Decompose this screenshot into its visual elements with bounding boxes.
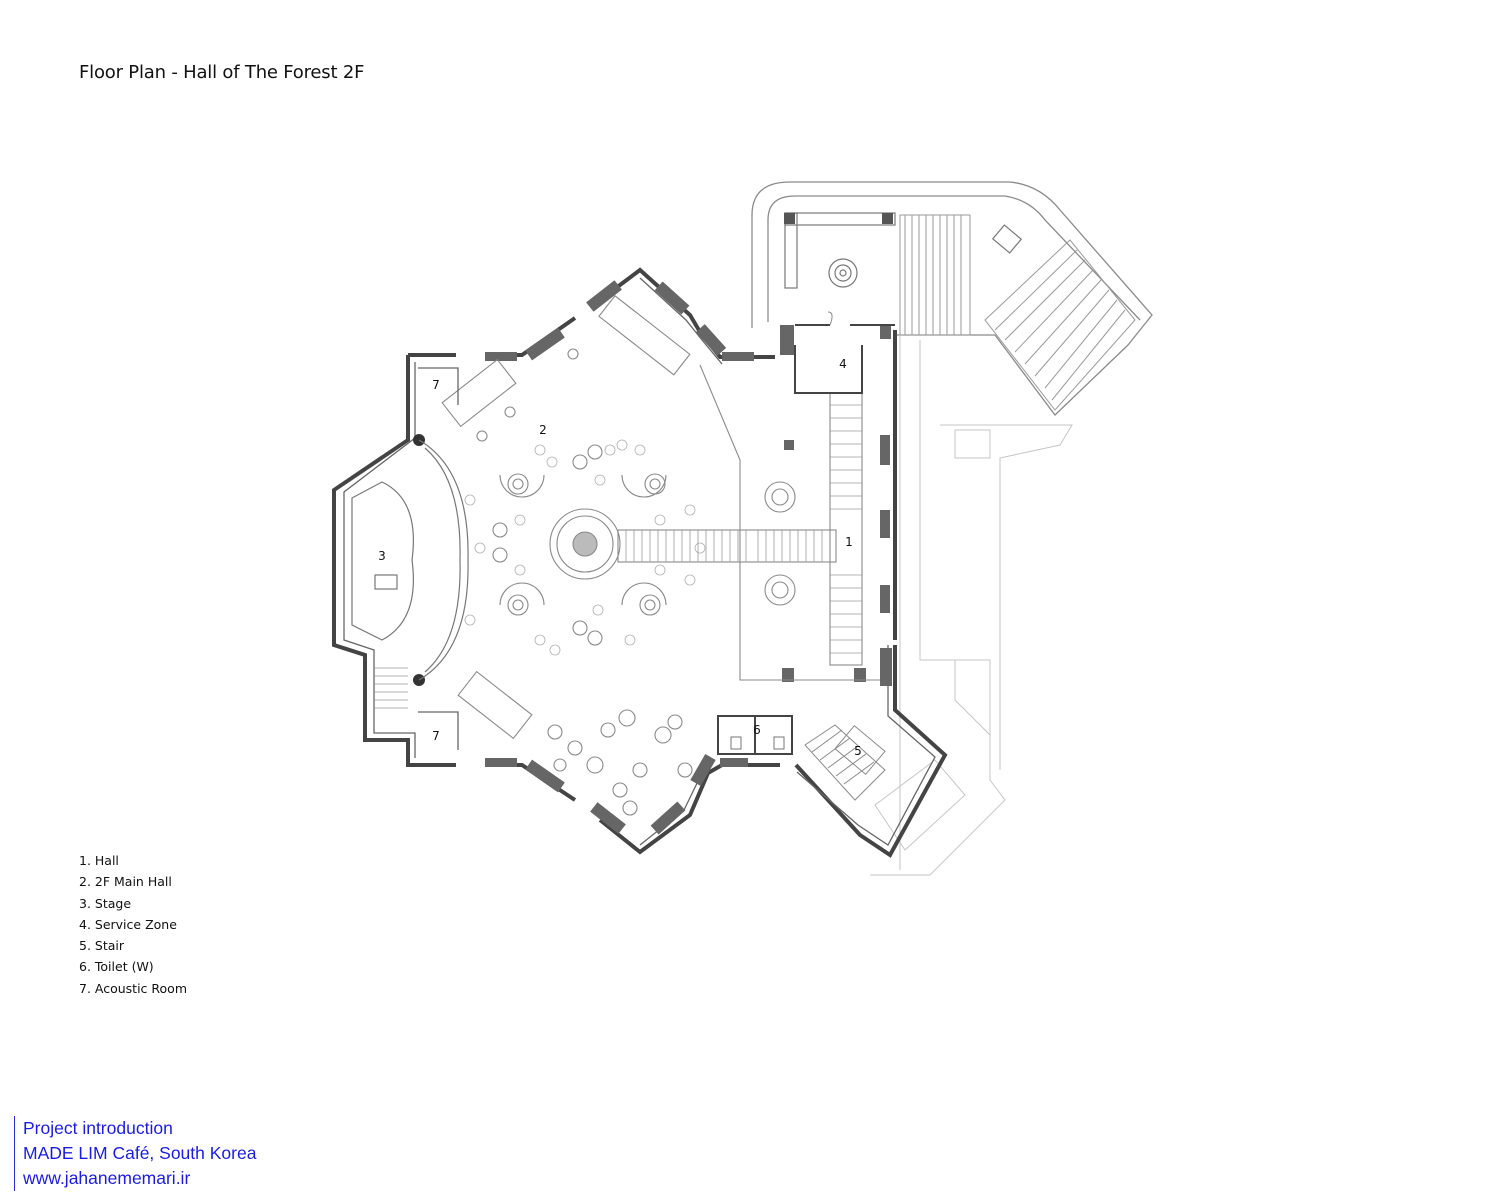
stair-area (804, 724, 886, 801)
credit-project-name: MADE LIM Café, South Korea (23, 1143, 257, 1163)
wall-piers (485, 280, 892, 835)
legend-item: 2. 2F Main Hall (79, 874, 172, 890)
legend-item: 7. Acoustic Room (79, 980, 188, 996)
lower-left-stair (374, 667, 408, 709)
stage-area (351, 439, 469, 681)
acoustic-room-partitions (418, 367, 459, 750)
room-legend: 1. Hall 2. 2F Main Hall 3. Stage 4. Serv… (79, 850, 187, 999)
credit-project-introduction: Project introduction (23, 1118, 173, 1138)
toilet-room (717, 715, 793, 755)
page-title: Floor Plan - Hall of The Forest 2F (79, 62, 365, 83)
credit-website-link[interactable]: www.jahanememari.ir (23, 1168, 191, 1188)
hall-furniture (441, 295, 796, 816)
room-label-service-zone: 4 (839, 357, 847, 371)
terrace-columns (784, 213, 893, 224)
corridor-stripes (625, 404, 862, 654)
legend-item: 6. Toilet (W) (79, 959, 154, 975)
legend-item: 3. Stage (79, 895, 132, 911)
toilet-fixtures (730, 736, 785, 750)
terrace (751, 181, 1153, 416)
corridor-and-bridge (617, 364, 880, 681)
legend-item: 4. Service Zone (79, 916, 177, 932)
room-label-toilet: 6 (753, 723, 761, 737)
room-label-acoustic-room-lower: 7 (432, 729, 440, 743)
legend-item: 1. Hall (79, 853, 119, 868)
room-label-hall: 1 (845, 535, 853, 549)
planter-box (784, 212, 1023, 289)
room-label-acoustic-room-upper: 7 (432, 378, 440, 392)
legend-item: 5. Stair (79, 938, 125, 954)
room-label-stair: 5 (854, 744, 862, 758)
structural-columns (413, 434, 425, 686)
site-lines (870, 335, 1073, 876)
project-credit: Project introduction MADE LIM Café, Sout… (14, 1116, 256, 1191)
service-door-swing (827, 311, 833, 326)
service-zone-walls (794, 324, 895, 394)
room-label-stage: 3 (378, 549, 386, 563)
hall-chairs (464, 439, 706, 656)
room-label-main-hall: 2 (539, 423, 547, 437)
terrace-steps (899, 214, 1136, 411)
